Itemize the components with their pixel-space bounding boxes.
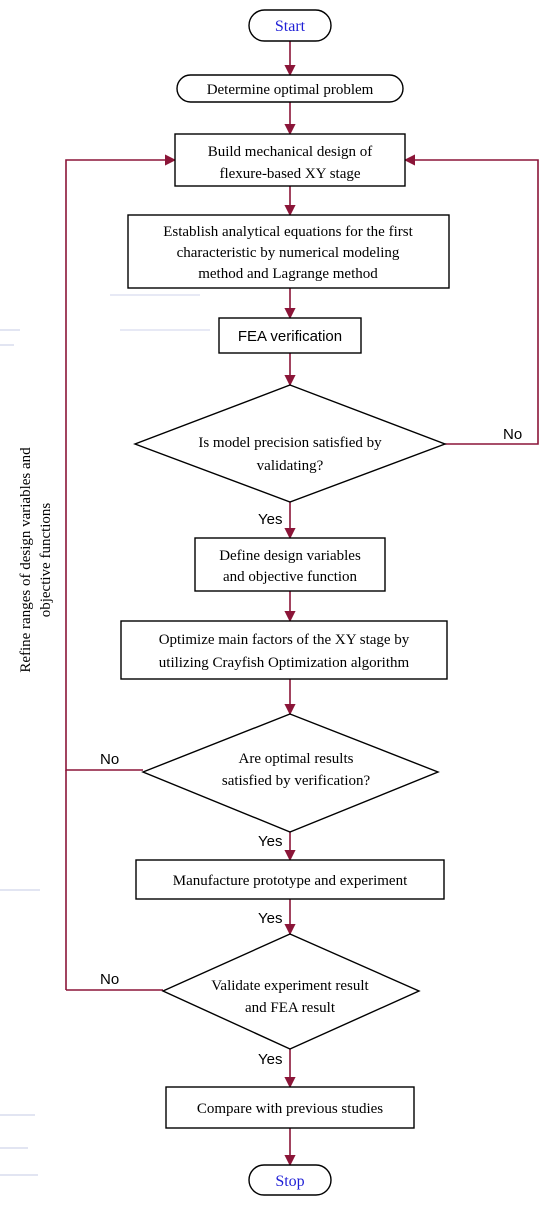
refine-line-1: Refine ranges of design variables and <box>18 447 34 673</box>
refine-ranges-side-label: Refine ranges of design variables and ob… <box>18 447 54 673</box>
optimal-results-decision: Are optimal results satisfied by verific… <box>141 713 440 833</box>
model-precision-decision: Is model precision satisfied by validati… <box>133 384 447 503</box>
validate-decision: Validate experiment result and FEA resul… <box>161 933 421 1050</box>
determine-problem-node: Determine optimal problem <box>176 74 404 103</box>
optimize-line-1: Optimize main factors of the XY stage by <box>159 632 410 648</box>
edge-label-yes-3: Yes <box>258 910 282 927</box>
define-line-2: and objective function <box>223 569 358 585</box>
define-variables-node: Define design variables and objective fu… <box>194 537 386 592</box>
model-precision-line-1: Is model precision satisfied by <box>198 435 382 451</box>
compare-node: Compare with previous studies <box>165 1086 415 1129</box>
start-label: Start <box>275 18 306 35</box>
stop-terminal: Stop <box>248 1164 332 1196</box>
define-line-1: Define design variables <box>219 548 361 564</box>
fea-verification-node: FEA verification <box>218 317 362 354</box>
optimal-results-line-2: satisfied by verification? <box>222 773 371 789</box>
build-design-node: Build mechanical design of flexure-based… <box>174 133 406 187</box>
establish-line-3: method and Lagrange method <box>198 266 378 282</box>
optimize-node: Optimize main factors of the XY stage by… <box>120 620 448 680</box>
optimize-line-2: utilizing Crayfish Optimization algorith… <box>159 655 410 671</box>
determine-problem-label: Determine optimal problem <box>207 82 374 98</box>
start-terminal: Start <box>248 9 332 42</box>
manufacture-node: Manufacture prototype and experiment <box>135 859 445 900</box>
edge-label-yes-4: Yes <box>258 1051 282 1068</box>
edge-decision2-no-loop <box>65 154 177 771</box>
validate-line-1: Validate experiment result <box>211 978 369 994</box>
stop-label: Stop <box>275 1173 304 1190</box>
edge-label-no-left-1: No <box>100 751 119 768</box>
build-design-line-2: flexure-based XY stage <box>219 166 360 182</box>
model-precision-line-2: validating? <box>257 458 324 474</box>
fea-verification-label: FEA verification <box>238 328 342 345</box>
establish-line-1: Establish analytical equations for the f… <box>163 224 413 240</box>
compare-label: Compare with previous studies <box>197 1101 383 1117</box>
optimal-results-line-1: Are optimal results <box>239 751 354 767</box>
edge-label-yes-1: Yes <box>258 511 282 528</box>
refine-line-2: objective functions <box>38 503 54 618</box>
establish-equations-node: Establish analytical equations for the f… <box>127 214 450 289</box>
establish-line-2: characteristic by numerical modeling <box>177 245 400 261</box>
build-design-line-1: Build mechanical design of <box>208 144 373 160</box>
validate-line-2: and FEA result <box>245 1000 336 1016</box>
edge-label-no-left-2: No <box>100 971 119 988</box>
connectors <box>65 41 539 1167</box>
edge-decision1-no-loop <box>403 154 539 445</box>
edge-label-no-right: No <box>503 426 522 443</box>
edge-label-yes-2: Yes <box>258 833 282 850</box>
manufacture-label: Manufacture prototype and experiment <box>173 873 408 889</box>
